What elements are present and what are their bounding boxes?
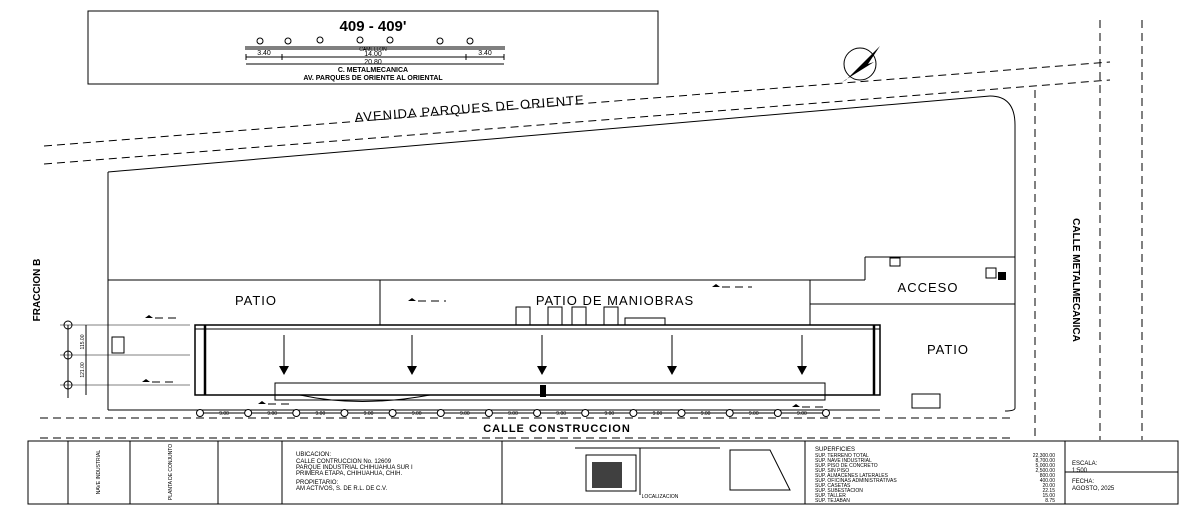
plan-title-a: NAVE INDUSTRIAL bbox=[96, 450, 102, 495]
grid-spacing-label: 9.00 bbox=[701, 411, 711, 417]
grid-bubble bbox=[677, 409, 686, 417]
grid-bubble bbox=[629, 409, 638, 417]
surface-label: SUP. TERRENO TOTAL bbox=[815, 453, 869, 459]
left-dim-2: 121.00 bbox=[80, 362, 86, 378]
area-patio-maniobras: PATIO DE MANIOBRAS bbox=[536, 293, 694, 308]
propietario-label: PROPIETARIO: bbox=[296, 480, 339, 486]
area-acceso: ACCESO bbox=[898, 280, 959, 295]
grid-bubble bbox=[581, 409, 590, 417]
left-dimensions: 115.00 121.00 bbox=[60, 320, 190, 398]
street-lines bbox=[40, 20, 1143, 440]
surface-value: 800.00 bbox=[1040, 473, 1056, 479]
legend-dim-center: 14.00 bbox=[364, 51, 382, 58]
grid-spacing-label: 9.00 bbox=[604, 411, 614, 417]
ubicacion-line-3: PRIMERA ETAPA, CHIHUAHUA, CHIH. bbox=[296, 471, 402, 477]
propietario-value: AM ACTIVOS, S. DE R.L. DE C.V. bbox=[296, 486, 387, 492]
grid-bubble bbox=[292, 409, 301, 417]
grid-bubble bbox=[773, 409, 782, 417]
left-dim-1: 115.00 bbox=[80, 334, 86, 349]
localizacion-label: LOCALIZACION bbox=[642, 494, 679, 500]
grid-spacing-label: 9.00 bbox=[797, 411, 807, 417]
surface-value: 8,700.00 bbox=[1036, 458, 1056, 464]
grid-spacing-label: 9.00 bbox=[749, 411, 759, 417]
grid-spacing-label: 9.00 bbox=[460, 411, 470, 417]
grid-bubble bbox=[388, 409, 397, 417]
grid-bubble bbox=[340, 409, 349, 417]
surface-value: 400.00 bbox=[1040, 478, 1056, 484]
grid-bubble bbox=[725, 409, 734, 417]
section-figures bbox=[256, 36, 474, 45]
surface-label: SUP. SUBESTACION bbox=[815, 488, 863, 494]
grid-spacing-label: 9.00 bbox=[412, 411, 422, 417]
surface-value: 2,500.00 bbox=[1036, 468, 1056, 474]
plan-title-b: PLANTA DE CONJUNTO bbox=[168, 444, 174, 500]
nave-building bbox=[194, 324, 881, 402]
ubicacion-label: UBICACION: bbox=[296, 452, 331, 458]
grid-spacing-label: 9.00 bbox=[316, 411, 326, 417]
section-legend: 409 - 409' CAMELLON 3.40 14.00 3.40 20.8… bbox=[87, 10, 659, 85]
legend-center-label: CAMELLON bbox=[359, 47, 387, 53]
guard-house-icon bbox=[985, 267, 1006, 280]
legend-title: 409 - 409' bbox=[340, 18, 407, 35]
fecha-value: AGOSTO, 2025 bbox=[1072, 486, 1115, 492]
grid-bubble bbox=[244, 409, 253, 417]
grid-spacing-label: 9.00 bbox=[267, 411, 277, 417]
area-patio-west: PATIO bbox=[235, 293, 277, 308]
surface-value: 20.00 bbox=[1042, 483, 1055, 489]
escala-value: 1:500 bbox=[1072, 468, 1088, 474]
legend-street: C. METALMECANICA bbox=[338, 67, 408, 74]
surface-label: SUP. PISO DE CONCRETO bbox=[815, 463, 878, 469]
grid-bubble bbox=[822, 409, 830, 417]
grid-bubble bbox=[436, 409, 445, 417]
legend-dim-right: 3.40 bbox=[478, 50, 492, 57]
legend-dim-left: 3.40 bbox=[257, 50, 271, 57]
surface-label: SUP. ALMACENES LATERALES bbox=[815, 473, 889, 479]
ubicacion-line-2: PARQUE INDUSTRIAL CHIHUAHUA SUR I bbox=[296, 465, 413, 471]
grid-axis: 9.00 9.00 9.00 9.00 9.00 9.00 9.00 9.00 9.00 9.00… bbox=[196, 409, 830, 417]
nave-arrows bbox=[279, 335, 807, 375]
surface-value: 15.00 bbox=[1042, 493, 1055, 499]
street-east-label: CALLE METALMECANICA bbox=[1070, 218, 1081, 342]
grid-spacing-label: 9.00 bbox=[653, 411, 663, 417]
legend-frame bbox=[87, 10, 659, 85]
title-block: NAVE INDUSTRIAL PLANTA DE CONJUNTO UBICA… bbox=[27, 440, 1179, 505]
ubicacion-line-1: CALLE CONTRUCCION No. 12609 bbox=[296, 459, 392, 465]
grid-spacing-label: 9.00 bbox=[364, 411, 374, 417]
level-markers bbox=[142, 284, 828, 408]
escala-label: ESCALA: bbox=[1072, 461, 1098, 467]
grid-spacing-label: 9.00 bbox=[508, 411, 518, 417]
superficies-title: SUPERFICIES bbox=[815, 447, 855, 453]
street-south-label: CALLE CONSTRUCCION bbox=[483, 423, 631, 435]
grid-bubble bbox=[533, 409, 542, 417]
fecha-label: FECHA: bbox=[1072, 479, 1094, 485]
surface-label: SUP. CASETAS bbox=[815, 483, 851, 489]
location-map: LOCALIZACION bbox=[575, 447, 791, 500]
surface-label: SUP. OFICINAS ADMINISTRATIVAS bbox=[815, 478, 897, 484]
surface-label: SUP. TALLER bbox=[815, 493, 846, 499]
legend-total: 20.80 bbox=[364, 59, 382, 66]
grid-spacing-label: 9.00 bbox=[219, 411, 229, 417]
surface-label: SUP. TEJABAN bbox=[815, 498, 850, 504]
area-patio-east: PATIO bbox=[927, 342, 969, 357]
north-arrow-icon bbox=[842, 46, 880, 82]
legend-route: AV. PARQUES DE ORIENTE AL ORIENTAL bbox=[303, 75, 443, 82]
surface-list: SUPERFICIES SUP. TERRENO TOTAL 22,300.00S… bbox=[815, 447, 1055, 504]
surface-value: 5,000.00 bbox=[1036, 463, 1056, 469]
surface-label: SUP. SIN PISO bbox=[815, 468, 849, 474]
site-outline bbox=[107, 172, 1015, 411]
loading-docks bbox=[111, 257, 941, 409]
surface-label: SUP. NAVE INDUSTRIAL bbox=[815, 458, 872, 464]
street-north-label: AVENIDA PARQUES DE ORIENTE bbox=[354, 92, 585, 125]
grid-spacing-label: 9.00 bbox=[556, 411, 566, 417]
grid-bubble bbox=[484, 409, 493, 417]
grid-bubble bbox=[196, 409, 204, 417]
surface-value: 22,300.00 bbox=[1033, 453, 1055, 459]
surface-value: 22.15 bbox=[1042, 488, 1055, 494]
surface-value: 8.75 bbox=[1045, 498, 1055, 504]
street-west-label: FRACCION B bbox=[32, 259, 43, 322]
